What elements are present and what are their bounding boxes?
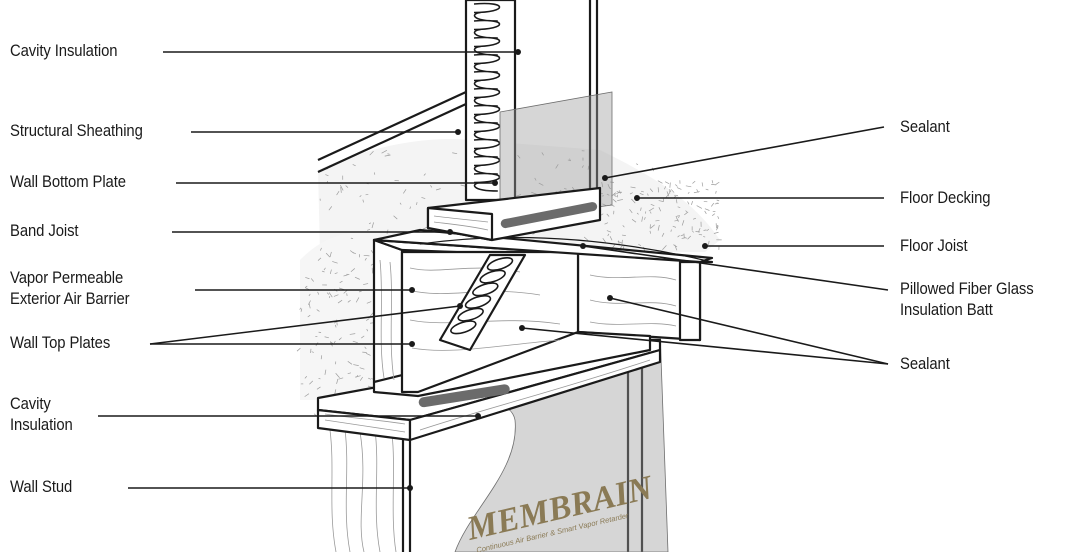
label-band-joist: Band Joist	[10, 222, 79, 240]
label-structural-sheathing: Structural Sheathing	[10, 122, 143, 140]
pillowed-batt	[438, 253, 527, 352]
label-sealant-top: Sealant	[900, 118, 950, 136]
label-wall-bottom-plate: Wall Bottom Plate	[10, 173, 126, 191]
label-pillowed-fiber-glass-batt: Pillowed Fiber Glass Insulation Batt	[900, 280, 1034, 319]
loose-insulation-haze	[296, 139, 722, 420]
callout-lines	[98, 49, 889, 491]
label-wall-top-plates: Wall Top Plates	[10, 334, 111, 352]
rim-assembly	[372, 228, 714, 398]
label-vapor-permeable-air-barrier: Vapor Permeable Exterior Air Barrier	[10, 269, 130, 308]
label-sealant-bottom: Sealant	[900, 355, 950, 373]
label-floor-joist: Floor Joist	[900, 237, 968, 255]
label-floor-decking: Floor Decking	[900, 189, 991, 207]
label-cavity-insulation-bottom: Cavity Insulation	[10, 395, 73, 434]
label-cavity-insulation-top: Cavity Insulation	[10, 42, 118, 60]
label-wall-stud: Wall Stud	[10, 478, 73, 496]
upper-wall	[317, 0, 613, 242]
